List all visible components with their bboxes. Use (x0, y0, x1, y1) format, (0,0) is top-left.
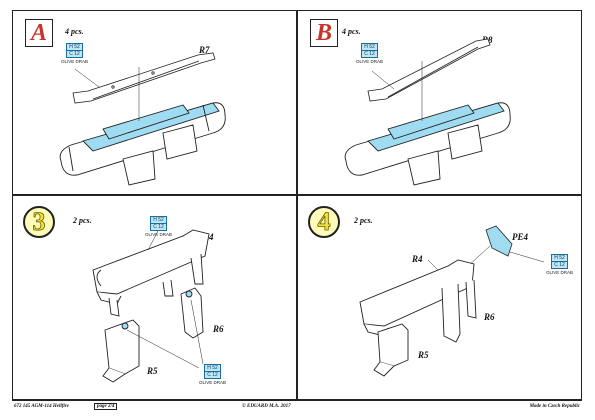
step-4-label: 4 (308, 206, 340, 238)
step-b-label: B (310, 19, 338, 47)
part-r6-label: R6 (213, 324, 224, 334)
panel-step-b: B 4 pcs. R8 H 52 C 12 OLIVE DRAB (297, 10, 582, 195)
footer-page-number: page 2/4 (94, 403, 118, 410)
step-4-quantity: 2 pcs. (354, 216, 373, 225)
part-r6-label-4: R6 (484, 312, 495, 322)
step-3-label: 3 (23, 206, 55, 238)
part-pe4-label: PE4 (512, 232, 529, 242)
panel-step-4: 4 2 pcs. PE4 R4 R6 R5 H 52 C 12 OLIVE DR… (297, 195, 582, 400)
part-r4-label-4: R4 (412, 254, 423, 264)
footer-made-in: Made in Czech Republic (529, 404, 580, 409)
footer-copyright: © EDUARD M.A. 2017 (242, 404, 291, 409)
paint-swatch-4: H 52 C 12 OLIVE DRAB (546, 254, 574, 275)
launcher-rail-drawing-3 (92, 229, 210, 383)
step-3-quantity: 2 pcs. (73, 216, 92, 225)
step-a-label: A (25, 19, 53, 47)
footer-kit-code: 672 145 AGM-114 Hellfire (14, 404, 69, 409)
paint-swatch-3b: H 52 C 12 OLIVE DRAB (199, 364, 227, 385)
step-a-quantity: 4 pcs. (65, 27, 84, 36)
launcher-rail-drawing-4 (359, 225, 545, 377)
panel-step-a: A 4 pcs. R7 H 52 C 12 OLIVE DRAB (12, 10, 297, 195)
part-r7-label: R7 (199, 45, 210, 55)
part-r5-label-4: R5 (418, 350, 429, 360)
page-footer: 672 145 AGM-114 Hellfire page 2/4 © EDUA… (12, 400, 582, 413)
missile-drawing-a (59, 52, 226, 186)
paint-swatch-3a: H 52 C 12 OLIVE DRAB (145, 216, 173, 237)
step-b-quantity: 4 pcs. (342, 27, 361, 36)
missile-drawing-b (344, 38, 511, 186)
part-r5-label: R5 (147, 366, 158, 376)
paint-swatch-a: H 52 C 12 OLIVE DRAB (61, 43, 89, 64)
paint-swatch-b: H 52 C 12 OLIVE DRAB (356, 43, 384, 64)
panel-step-3: 3 2 pcs. R4 R6 R5 H 52 C 12 OLIVE DRAB H… (12, 195, 297, 400)
